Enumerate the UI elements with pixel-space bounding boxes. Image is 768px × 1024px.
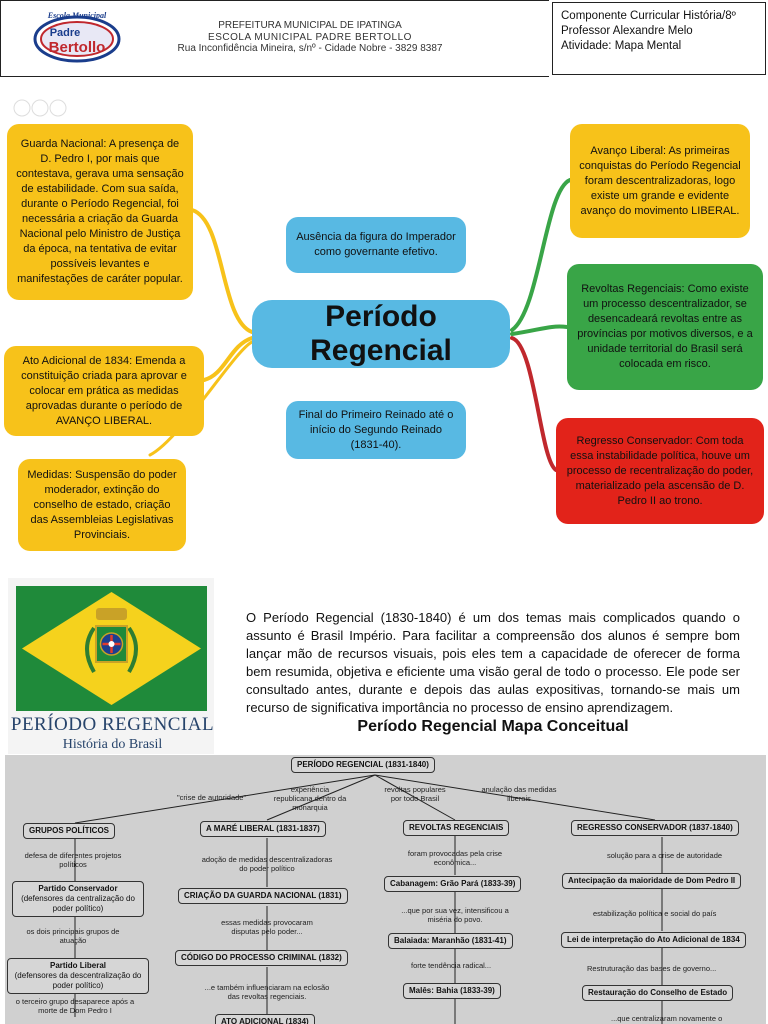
guarda-nacional-text: Guarda Nacional: A presença de D. Pedro …: [16, 138, 184, 285]
note-crise-economica: foram provocadas pela crise econômica...: [407, 849, 503, 867]
avanco-liberal-box: Avanço Liberal: As primeiras conquistas …: [570, 124, 750, 238]
partido-liberal-note: (defensores da descentralização do poder…: [14, 971, 142, 990]
note-radical: forte tendência radical...: [411, 961, 492, 970]
note-influenciaram: ...e também influenciaram na eclosão das…: [204, 983, 330, 1001]
note-miseria: ...que por sua vez, intensificou a misér…: [401, 906, 509, 924]
node-antecipacao: Antecipação da maioridade de Dom Pedro I…: [562, 873, 742, 889]
concept-map: PERÍODO REGENCIAL (1831-1840) "crise de …: [5, 755, 766, 1024]
school-logo: Escola Municipal Padre Bertollo: [33, 11, 121, 63]
flag-card-title: PERÍODO REGENCIAL: [10, 714, 215, 735]
mind-map-connectors: [13, 99, 572, 472]
node-guarda-nacional: CRIAÇÃO DA GUARDA NACIONAL (1831): [178, 888, 348, 904]
school-heading: PREFEITURA MUNICIPAL DE IPATINGA ESCOLA …: [140, 20, 480, 55]
concept-map-lines: [74, 774, 663, 1024]
note-restruturacao: Restruturação das bases de governo...: [587, 964, 717, 973]
intro-paragraph: O Período Regencial (1830-1840) é um dos…: [246, 610, 740, 715]
partido-liberal-label: Partido Liberal: [49, 961, 106, 970]
partido-conservador-label: Partido Conservador: [38, 884, 118, 893]
svg-text:Bertollo: Bertollo: [49, 39, 106, 56]
central-topic: Período Regencial: [252, 300, 510, 368]
regresso-conservador-box: Regresso Conservador: Com toda essa inst…: [556, 418, 764, 524]
note-defesa: defesa de diferentes projetos políticos: [24, 851, 122, 869]
note-centralizaram: ...que centralizaram novamente o: [611, 1014, 723, 1023]
activity-line: Atividade: Mapa Mental: [561, 40, 682, 52]
node-restauracao: Restauração do Conselho de Estado: [582, 985, 734, 1001]
link-revoltas: revoltas populares por todo Brasil: [384, 785, 446, 803]
node-ato-adicional: ATO ADICIONAL (1834): [215, 1014, 315, 1024]
link-crise: "crise de autoridade": [177, 793, 247, 802]
school-name: ESCOLA MUNICIPAL PADRE BERTOLLO: [208, 31, 412, 43]
revoltas-regenciais-text: Revoltas Regenciais: Como existe um proc…: [577, 283, 753, 370]
note-adocao: adoção de medidas descentralizadoras do …: [201, 855, 333, 873]
link-anulacao: anulação das medidas liberais: [481, 785, 557, 803]
central-topic-text: Período Regencial: [310, 300, 452, 367]
concept-root: PERÍODO REGENCIAL (1831-1840): [291, 757, 435, 773]
prefecture-name: PREFEITURA MUNICIPAL DE IPATINGA: [218, 20, 402, 31]
regresso-conservador-text: Regresso Conservador: Com toda essa inst…: [566, 434, 754, 507]
node-males: Malês: Bahia (1833-39): [403, 983, 501, 999]
medidas-box: Medidas: Suspensão do poder moderador, e…: [18, 459, 186, 551]
note-terceiro-grupo: o terceiro grupo desaparece após a morte…: [15, 997, 135, 1015]
guarda-nacional-box: Guarda Nacional: A presença de D. Pedro …: [7, 124, 193, 300]
ato-adicional-text: Ato Adicional de 1834: Emenda a constitu…: [21, 354, 187, 427]
note-disputas: essas medidas provocaram disputas pelo p…: [221, 918, 313, 936]
note-solucao: solução para a crise de autoridade: [607, 851, 723, 860]
note-dois-grupos: os dois principais grupos de atuação: [26, 927, 120, 945]
activity-info-box: Componente Curricular História/8º Profes…: [552, 2, 766, 75]
partido-conservador-note: (defensores da centralização do poder po…: [21, 894, 135, 913]
flag-card-subtitle: História do Brasil: [62, 737, 163, 752]
node-cabanagem: Cabanagem: Grão Pará (1833-39): [384, 876, 522, 892]
header-left-box: [0, 0, 549, 77]
node-partido-liberal: Partido Liberal (defensores da descentra…: [7, 958, 149, 994]
svg-text:Padre: Padre: [50, 27, 81, 39]
node-lei-interpretacao: Lei de interpretação do Ato Adicional de…: [561, 932, 746, 948]
node-codigo-processo: CÓDIGO DO PROCESSO CRIMINAL (1832): [175, 950, 348, 966]
svg-text:Escola Municipal: Escola Municipal: [47, 11, 107, 20]
final-primeiro-reinado-text: Final do Primeiro Reinado até o início d…: [298, 408, 454, 451]
node-balaiada: Balaiada: Maranhão (1831-41): [388, 933, 513, 949]
note-estabilizacao: estabilização política e social do país: [593, 909, 717, 918]
node-partido-conservador: Partido Conservador (defensores da centr…: [12, 881, 144, 917]
avanco-liberal-text: Avanço Liberal: As primeiras conquistas …: [579, 144, 741, 217]
school-address: Rua Inconfidência Mineira, s/nº - Cidade…: [177, 43, 443, 54]
subject-line: Componente Curricular História/8º: [561, 10, 736, 22]
revoltas-regenciais-box: Revoltas Regenciais: Como existe um proc…: [567, 264, 763, 390]
ato-adicional-box: Ato Adicional de 1834: Emenda a constitu…: [4, 346, 204, 436]
final-primeiro-reinado-box: Final do Primeiro Reinado até o início d…: [286, 401, 466, 459]
ausencia-box: Ausência da figura do Imperador como gov…: [286, 217, 466, 273]
medidas-text: Medidas: Suspensão do poder moderador, e…: [27, 468, 177, 541]
ausencia-text: Ausência da figura do Imperador como gov…: [296, 231, 456, 258]
link-experiencia: experiência republicana dentro da monarq…: [273, 785, 347, 812]
node-revoltas-regenciais: REVOLTAS REGENCIAIS: [403, 820, 510, 836]
node-grupos-politicos: GRUPOS POLÍTICOS: [23, 823, 116, 839]
concept-map-heading: Período Regencial Mapa Conceitual: [357, 718, 629, 735]
node-regresso-conservador: REGRESSO CONSERVADOR (1837-1840): [571, 820, 739, 836]
imperial-flag-image: [16, 586, 207, 711]
node-mare-liberal: A MARÉ LIBERAL (1831-1837): [200, 821, 326, 837]
teacher-line: Professor Alexandre Melo: [561, 25, 693, 37]
